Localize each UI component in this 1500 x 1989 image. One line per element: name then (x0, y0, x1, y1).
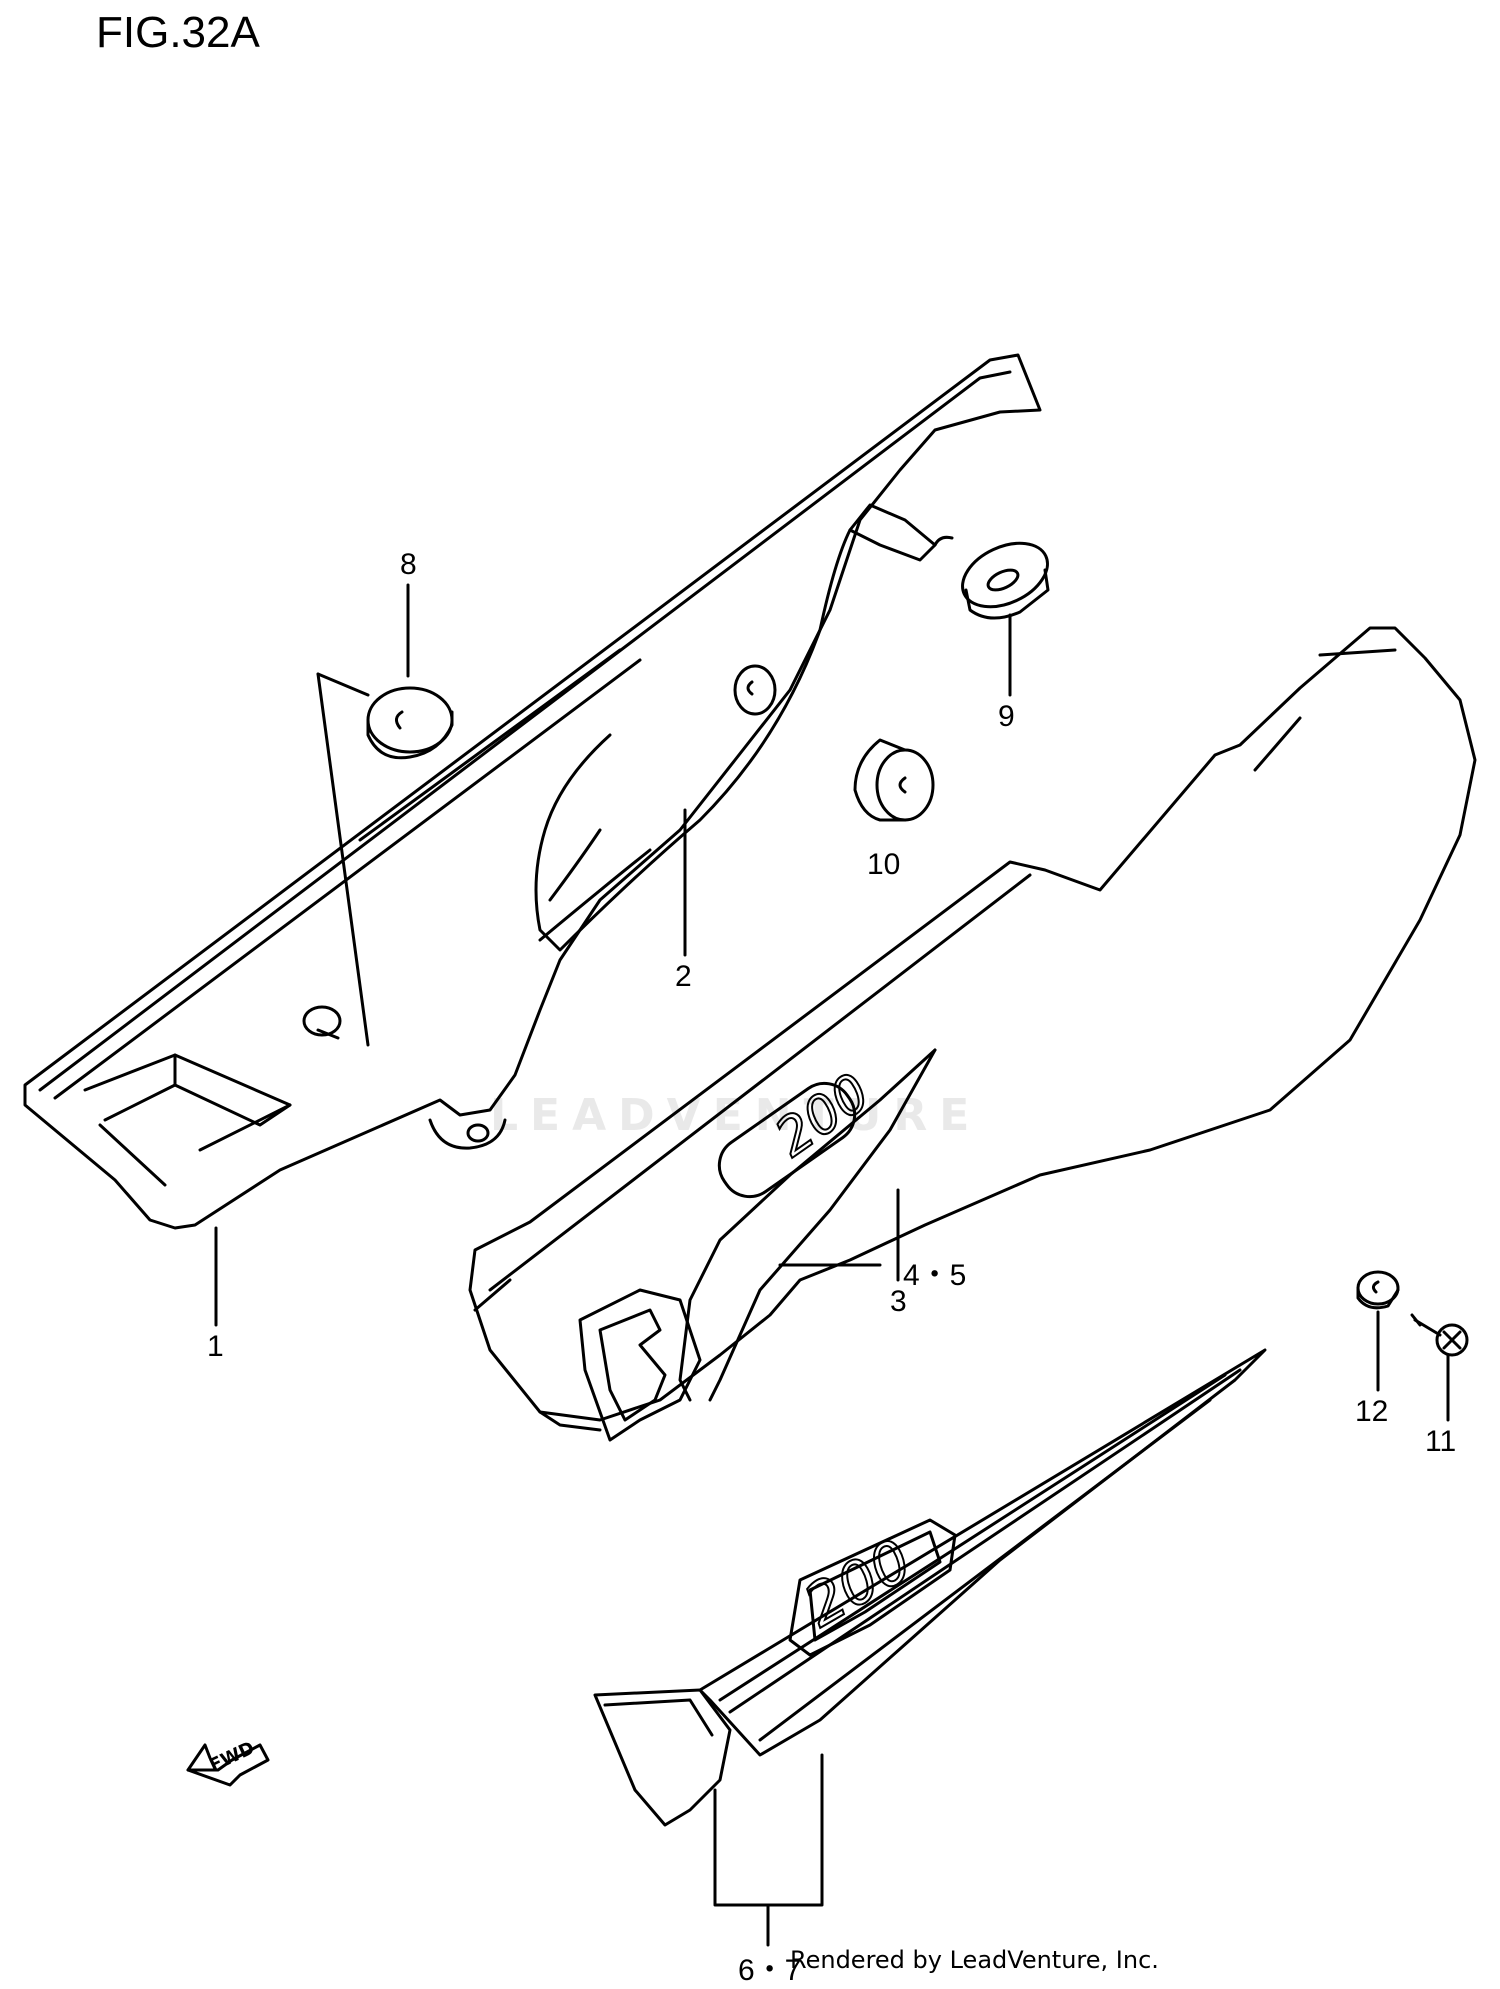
fwd-arrow-icon (186, 1743, 270, 1787)
part-10-spacer[interactable] (853, 738, 935, 822)
footer-credit: Rendered by LeadVenture, Inc. (790, 1946, 1159, 1974)
part-1-frame-cover[interactable] (23, 353, 1042, 1327)
callout-6-7[interactable]: 6・7 (738, 1954, 802, 1987)
callout-10[interactable]: 10 (867, 848, 901, 881)
part-11-screw[interactable] (1410, 1313, 1469, 1422)
callout-8[interactable]: 8 (400, 548, 417, 581)
callout-2[interactable]: 2 (675, 960, 692, 993)
callout-11[interactable]: 11 (1425, 1425, 1457, 1458)
part-8-grommet[interactable] (366, 583, 454, 760)
callout-4-5[interactable]: 4・5 (903, 1259, 967, 1292)
part-3-side-cover[interactable] (468, 626, 1477, 1432)
callout-12[interactable]: 12 (1355, 1395, 1389, 1428)
decal-200-outline-upper (717, 1081, 857, 1199)
part-12-nut[interactable] (1356, 1270, 1400, 1392)
callout-3[interactable]: 3 (890, 1285, 907, 1318)
part-9-grommet[interactable] (952, 531, 1057, 697)
callout-9[interactable]: 9 (998, 700, 1015, 733)
figure-title: FIG.32A (96, 8, 260, 57)
part-6-7-decal[interactable] (593, 1348, 1267, 1947)
callout-1[interactable]: 1 (207, 1330, 224, 1363)
part-4-5-decal[interactable] (578, 1048, 937, 1442)
